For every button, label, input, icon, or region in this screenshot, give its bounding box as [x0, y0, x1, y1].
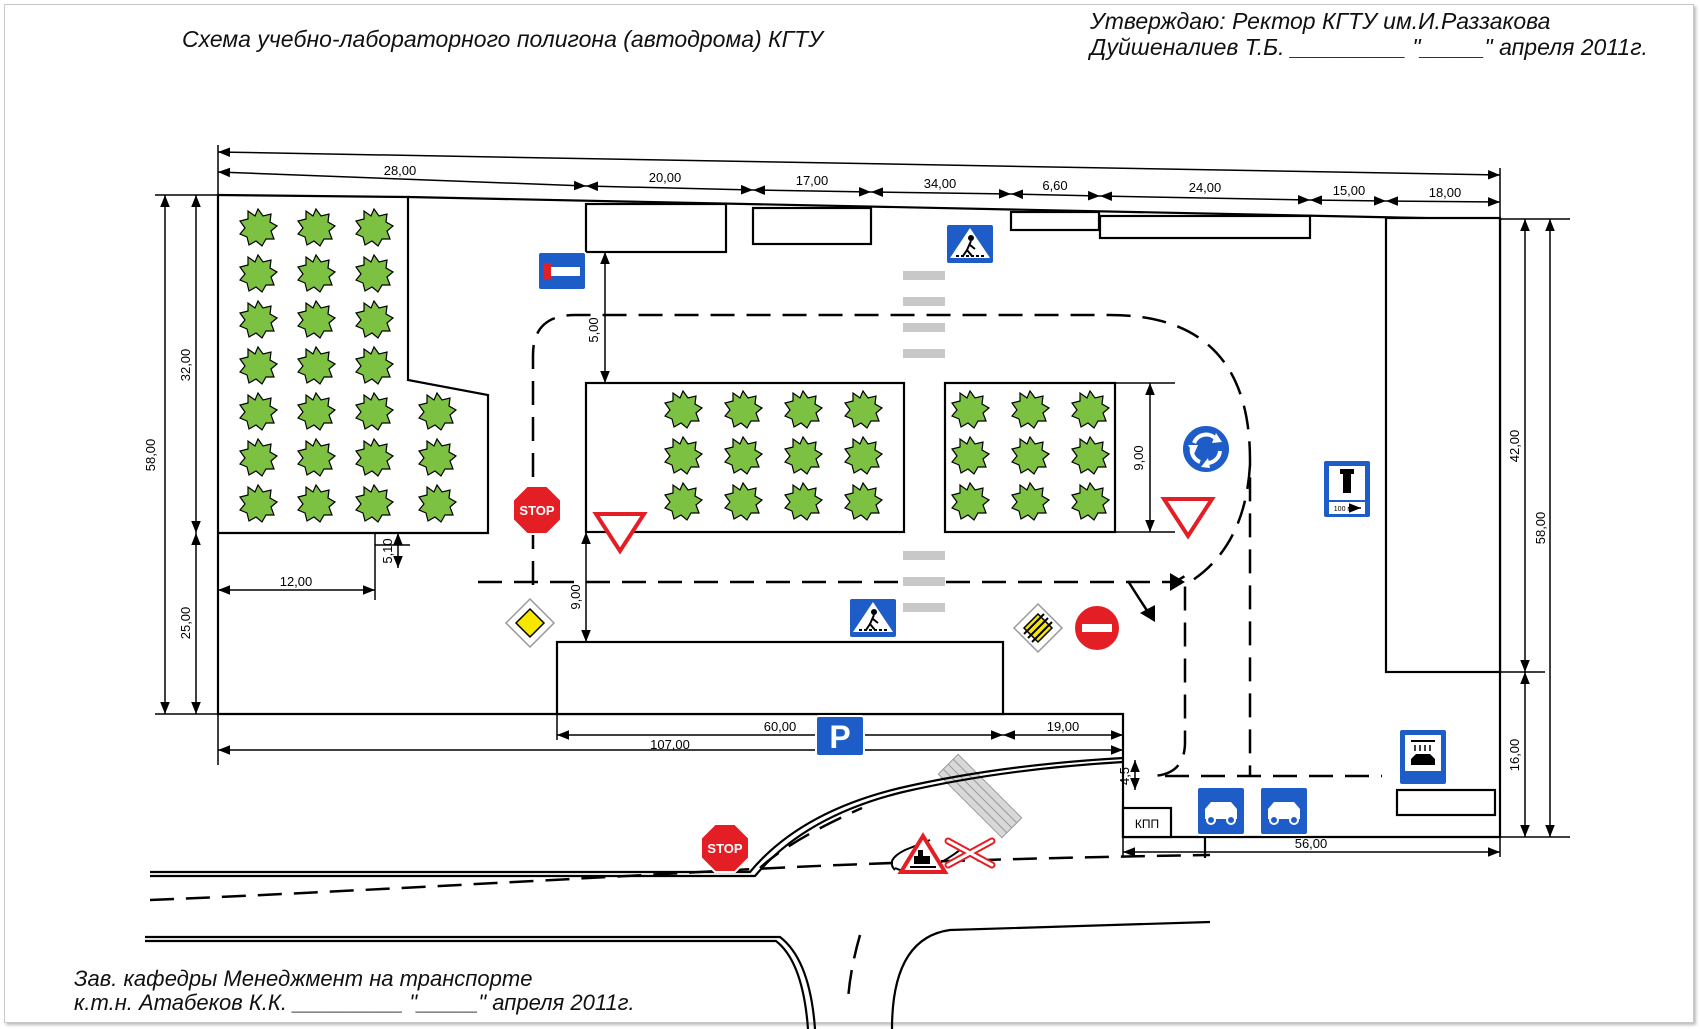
end-priority-road-sign-icon [1012, 602, 1064, 654]
dim-12: 12,00 [280, 574, 313, 589]
dim-19: 19,00 [1047, 719, 1080, 734]
yield-sign-icon [592, 512, 648, 555]
dim-16: 16,00 [1507, 739, 1522, 772]
dim-5-10: 5,10 [380, 538, 395, 563]
building-2 [751, 206, 873, 246]
tree-icon [239, 346, 278, 385]
parking-sign-icon: P [815, 715, 865, 757]
kpp-label: КПП [1135, 817, 1159, 831]
page-frame [4, 4, 1694, 1023]
stop-sign-label: STOP [707, 841, 742, 856]
tree-icon [418, 438, 457, 477]
dim-5: 5,00 [586, 317, 601, 342]
tree-icon [355, 484, 394, 523]
no-entry-sign-icon [1073, 604, 1121, 652]
tree-icon [355, 300, 394, 339]
yield-sign-icon [1160, 497, 1216, 540]
dim-6-60: 6,60 [1042, 178, 1067, 193]
dim-9-mid: 9,00 [568, 584, 583, 609]
tree-icon [297, 438, 336, 477]
dim-56: 56,00 [1295, 836, 1328, 851]
parking-building [555, 640, 1005, 716]
zebra-crossings [903, 271, 1023, 839]
buildings [555, 202, 1502, 839]
tree-icon [355, 208, 394, 247]
roundabout-sign-icon [1181, 424, 1231, 474]
distance-label: 100 м [1334, 506, 1353, 513]
stop-sign-icon: STOP [512, 485, 562, 535]
dim-32: 32,00 [178, 349, 193, 382]
tree-icon [355, 254, 394, 293]
footer-line-2: к.т.н. Атабеков К.К. _________ "_____" а… [74, 990, 635, 1015]
tree-icon [355, 392, 394, 431]
turn-arrow-icon [1126, 573, 1185, 622]
dim-107: 107,00 [650, 737, 690, 752]
building-right [1384, 216, 1502, 674]
dim-34: 34,00 [924, 176, 957, 191]
priority-road-sign-icon [504, 597, 556, 649]
tree-icon [239, 484, 278, 523]
dim-9-right: 9,00 [1131, 445, 1146, 470]
dim-60: 60,00 [764, 719, 797, 734]
building-4 [1098, 214, 1312, 240]
tree-icon [418, 392, 457, 431]
building-3 [1009, 210, 1101, 232]
kpp-booth [1121, 806, 1173, 839]
tree-icon [418, 484, 457, 523]
car-lane-sign-icon [1196, 786, 1246, 836]
approval-line-1: Утверждаю: Ректор КГТУ им.И.Раззакова [1090, 8, 1551, 34]
tree-icon [297, 392, 336, 431]
railway-crossing-warning-icon [897, 832, 949, 874]
approval-line-2: Дуйшеналиев Т.Б. _________ "_____" апрел… [1090, 34, 1648, 60]
pedestrian-crossing-sign-icon [848, 597, 898, 639]
dim-4-5: 4,5 [1117, 767, 1132, 785]
dim-15: 15,00 [1333, 183, 1366, 198]
page-title: Схема учебно-лабораторного полигона (авт… [182, 26, 823, 52]
car-wash-sign-icon [1398, 728, 1448, 786]
fuel-station-sign-icon: 100 м [1322, 459, 1372, 519]
dim-20: 20,00 [649, 170, 682, 185]
car-lane-sign-icon [1259, 786, 1309, 836]
tree-icon [297, 346, 336, 385]
dim-18: 18,00 [1429, 185, 1462, 200]
dead-end-sign-icon [537, 251, 587, 291]
tree-icon [355, 346, 394, 385]
dim-17: 17,00 [796, 173, 829, 188]
tree-icon [297, 484, 336, 523]
pedestrian-crossing-sign-icon [945, 223, 995, 265]
tree-icon [355, 438, 394, 477]
tree-icon [297, 300, 336, 339]
parking-sign-label: P [829, 719, 850, 755]
tree-icon [297, 254, 336, 293]
tree-icon [239, 300, 278, 339]
stop-sign-icon: STOP [700, 823, 750, 873]
railway-cross-icon [944, 837, 996, 869]
dim-58-right: 58,00 [1533, 512, 1548, 545]
dimension-labels: 28,00 20,00 17,00 34,00 6,60 24,00 15,00… [143, 163, 1548, 851]
tree-icon [239, 254, 278, 293]
tree-icon [239, 392, 278, 431]
stop-sign-label: STOP [519, 503, 554, 518]
dimension-lines [155, 145, 1570, 857]
dim-24: 24,00 [1189, 180, 1222, 195]
footer-line-1: Зав. кафедры Менеджмент на транспорте [74, 966, 533, 991]
dim-25: 25,00 [178, 607, 193, 640]
dim-58-left: 58,00 [143, 439, 158, 472]
dim-42: 42,00 [1507, 430, 1522, 463]
tree-icon [239, 438, 278, 477]
dim-28: 28,00 [384, 163, 417, 178]
small-building-right [1395, 788, 1497, 817]
tree-icon [297, 208, 336, 247]
building-1 [584, 202, 728, 254]
tree-icon [239, 208, 278, 247]
